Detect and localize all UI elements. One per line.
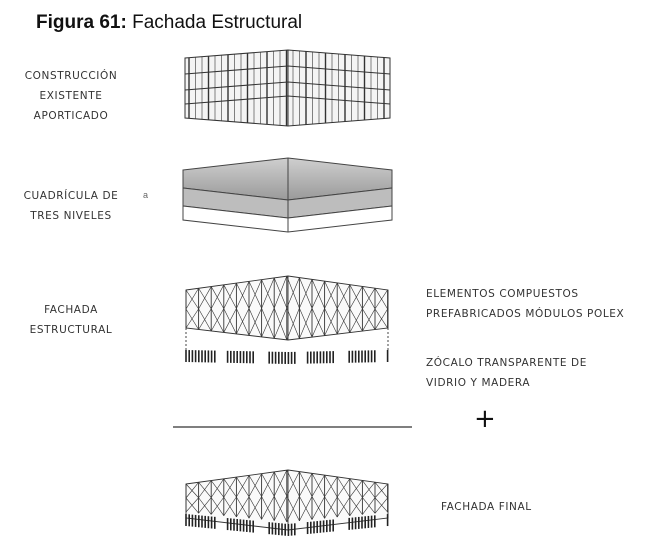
label-zocalo: ZÓCALO TRANSPARENTE DE VIDRIO Y MADERA [426,357,587,389]
label-fachada-estructural: FACHADA ESTRUCTURAL [29,304,113,336]
building-structural-facade [185,275,389,364]
building-final-facade [185,469,389,536]
label-fachada-final: FACHADA FINAL [441,501,532,513]
glass-wood-plinth [185,350,389,364]
final-plinth [185,514,389,536]
final-bracing [185,470,389,523]
polex-module-bracing [185,276,389,340]
existing-columns [188,50,385,126]
plus-sign: + [474,404,496,434]
caption-prefix: Figura 61: [36,12,127,33]
building-existing-frame [184,49,391,127]
label-cuadricula: CUADRÍCULA DE TRES NIVELES [23,190,119,222]
label-construccion-existente: CONSTRUCCIÓN EXISTENTE APORTICADO [24,70,118,122]
caption-title: Fachada Estructural [132,12,303,33]
building-grid-three-levels [182,157,393,233]
stray-mark: a [143,190,149,200]
label-elementos-compuestos: ELEMENTOS COMPUESTOS PREFABRICADOS MÓDUL… [426,288,625,320]
figure-caption: Figura 61: Fachada Estructural [36,12,302,34]
